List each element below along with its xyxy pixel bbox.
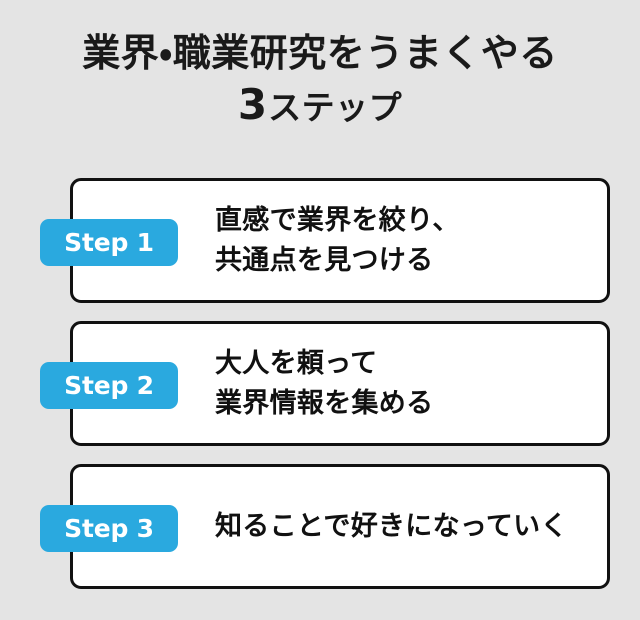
step-text-2: 大人を頼って 業界情報を集める bbox=[215, 321, 605, 446]
step-badge-3: Step 3 bbox=[40, 505, 178, 552]
step-row-2: 大人を頼って 業界情報を集める Step 2 bbox=[0, 321, 640, 446]
step-list: 直感で業界を絞り、 共通点を見つける Step 1 大人を頼って 業界情報を集め… bbox=[0, 178, 640, 589]
step-row-3: 知ることで好きになっていく Step 3 bbox=[0, 464, 640, 589]
step-badge-2: Step 2 bbox=[40, 362, 178, 409]
step-text-3: 知ることで好きになっていく bbox=[215, 464, 605, 589]
step-text-1: 直感で業界を絞り、 共通点を見つける bbox=[215, 178, 605, 303]
step-badge-1: Step 1 bbox=[40, 219, 178, 266]
step-text-line: 業界情報を集める bbox=[215, 387, 434, 419]
title-line-2: 3ステップ bbox=[0, 82, 640, 137]
step-text-line: 大人を頼って bbox=[215, 347, 378, 379]
step-text-line: 直感で業界を絞り、 bbox=[215, 204, 460, 236]
step-text-line: 共通点を見つける bbox=[215, 244, 434, 276]
title-step-count: 3 bbox=[237, 80, 269, 129]
step-text-line: 知ることで好きになっていく bbox=[215, 510, 568, 542]
step-row-1: 直感で業界を絞り、 共通点を見つける Step 1 bbox=[0, 178, 640, 303]
title-line-1: 業界・職業研究をうまくやる bbox=[82, 31, 558, 75]
page-title: 業界・職業研究をうまくやる 3ステップ bbox=[0, 30, 640, 137]
title-step-suffix: ステップ bbox=[268, 88, 403, 127]
